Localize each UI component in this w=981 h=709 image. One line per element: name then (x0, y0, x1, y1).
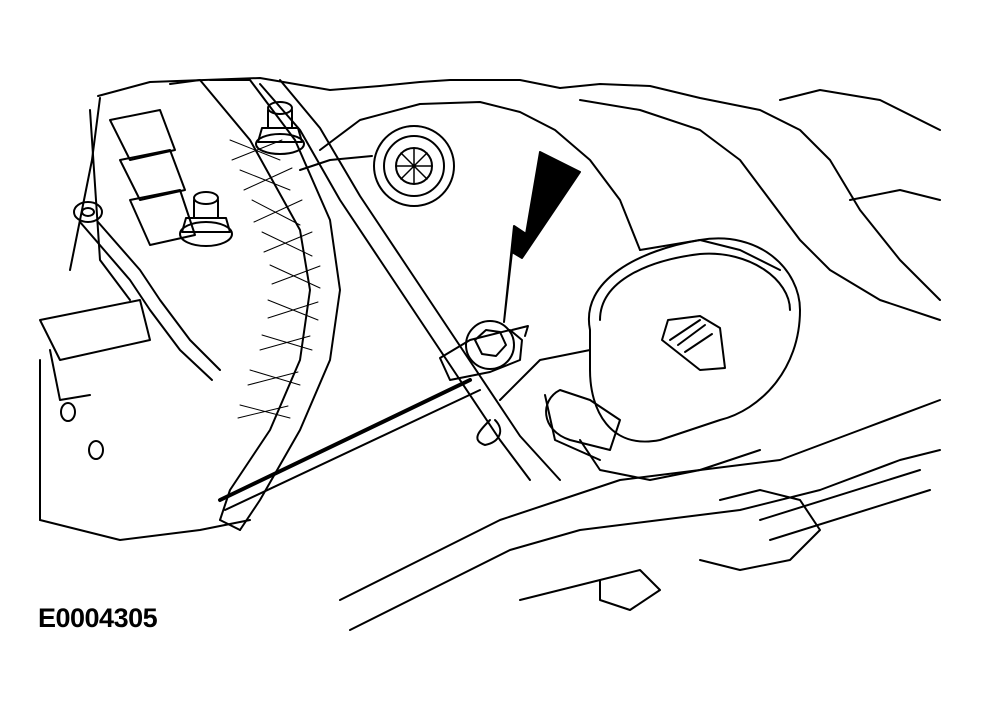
ground-bolt (439, 320, 529, 381)
cowl-panel (39, 399, 941, 631)
ground-strap (169, 79, 341, 531)
push-pin-clip (373, 125, 455, 207)
stud-nut-lower (179, 191, 233, 247)
ground-ring-terminal (73, 201, 221, 381)
support-rod (218, 79, 561, 511)
pointer-arrow (503, 151, 581, 323)
wiper-motor (476, 237, 801, 481)
mounting-holes (60, 402, 104, 460)
body-panel (69, 77, 941, 321)
left-bracket (39, 109, 196, 521)
figure-id-label: E0004305 (38, 603, 158, 633)
stud-nut-upper (255, 101, 305, 155)
